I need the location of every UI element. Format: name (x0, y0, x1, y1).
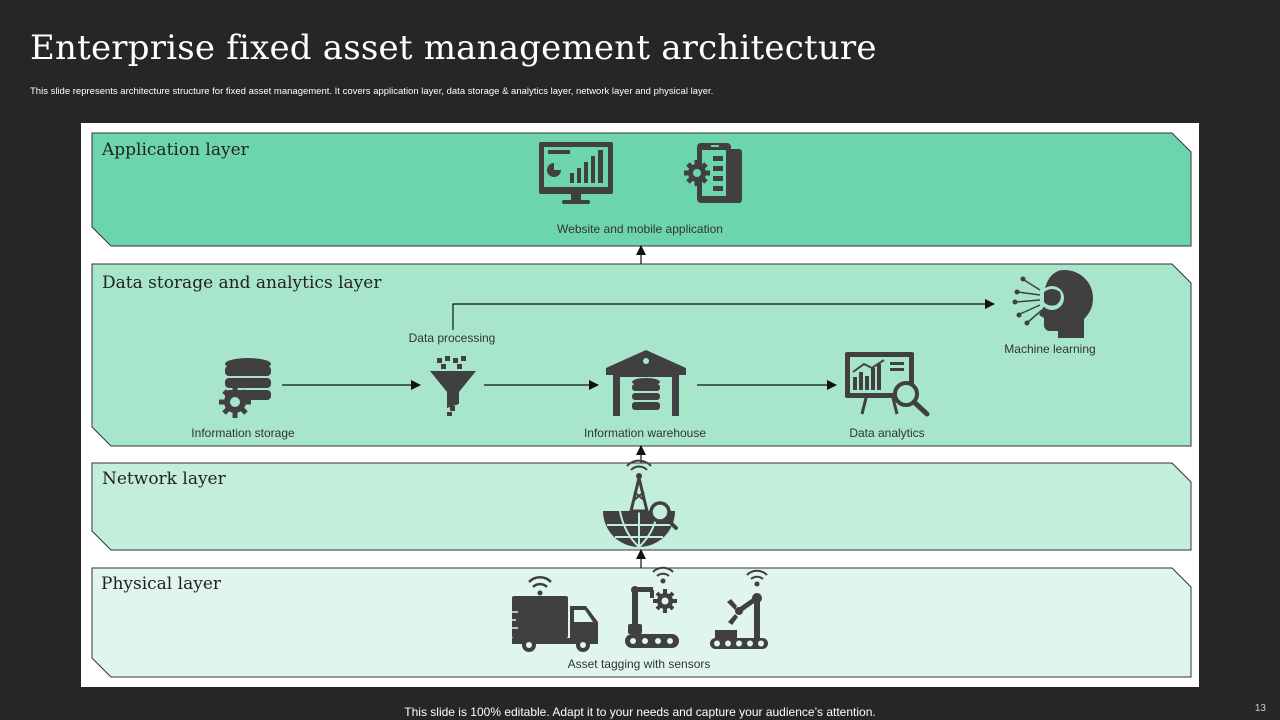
slide-title: Enterprise fixed asset management archit… (30, 28, 877, 68)
satellite-globe-icon (603, 459, 678, 548)
mobile-gear-icon (684, 143, 742, 203)
physical-layer-band (91, 567, 1192, 678)
database-gear-icon (219, 358, 271, 418)
funnel-icon (430, 356, 476, 416)
monitor-chart-icon (539, 142, 613, 204)
information-storage-label: Information storage (191, 426, 295, 440)
data-layer-title: Data storage and analytics layer (102, 273, 382, 293)
data-analytics-label: Data analytics (849, 426, 925, 440)
delivery-truck-icon (506, 575, 598, 652)
robot-arm-conveyor-icon (710, 569, 768, 649)
slide-subtitle: This slide represents architecture struc… (30, 86, 714, 97)
head-brain-icon (1012, 270, 1093, 338)
robot-arm-gear-icon (625, 566, 679, 648)
information-warehouse-label: Information warehouse (583, 426, 707, 440)
data-processing-label: Data processing (408, 331, 496, 345)
arrow-processing-to-ml (452, 299, 995, 330)
asset-tagging-label: Asset tagging with sensors (567, 657, 711, 671)
slide-footer: This slide is 100% editable. Adapt it to… (404, 705, 876, 719)
physical-layer-title: Physical layer (101, 574, 222, 594)
network-layer-band (91, 462, 1192, 551)
application-layer-band (91, 132, 1192, 247)
presentation-board-icon (845, 352, 930, 417)
network-layer-title: Network layer (102, 469, 226, 489)
machine-learning-label: Machine learning (1004, 342, 1096, 356)
warehouse-icon (606, 350, 686, 416)
application-layer-title: Application layer (102, 140, 249, 160)
website-mobile-label: Website and mobile application (557, 222, 723, 236)
page-number: 13 (1254, 703, 1266, 714)
